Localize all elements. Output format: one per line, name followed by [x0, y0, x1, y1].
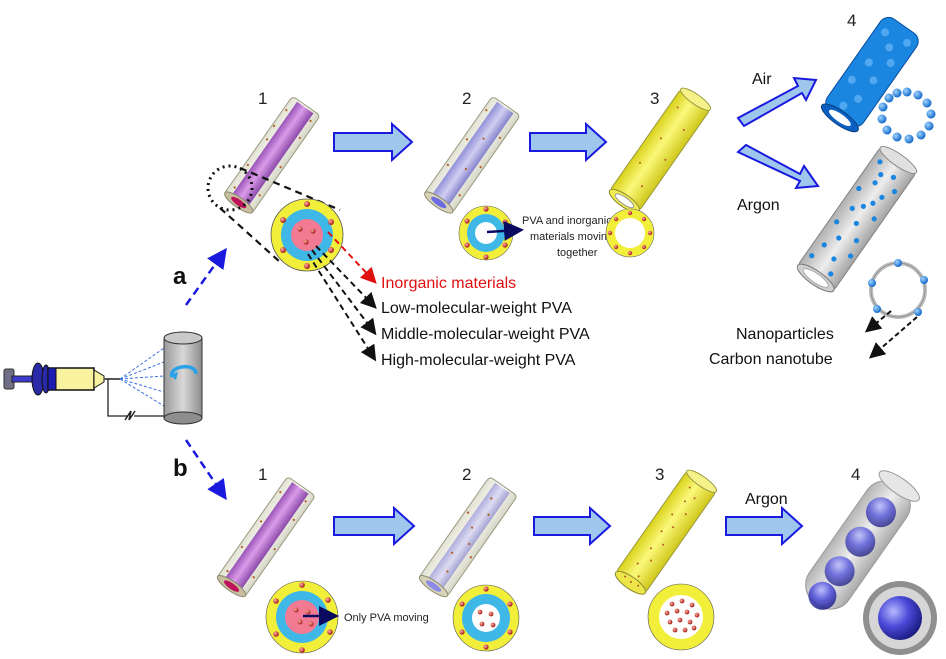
- panel-a-air-label: Air: [752, 71, 772, 88]
- legend-low-mw-pva: Low-molecular-weight PVA: [381, 300, 572, 317]
- panel-a-arrow-air: [736, 76, 818, 128]
- panel-b-moving-cross-section: [265, 580, 339, 654]
- panel-b-step-2-cross-section: [452, 584, 520, 652]
- panel-a-movement-note-line-1: PVA and inorganic: [522, 215, 612, 227]
- label-nanoparticles: Nanoparticles: [736, 326, 834, 343]
- arrow-to-panel-a: [184, 247, 227, 306]
- panel-a-step-4: 4: [847, 11, 856, 30]
- panel-b-fiber-3: [614, 469, 718, 595]
- panel-b-peapod-cross-section: [863, 581, 937, 655]
- panel-b-fiber-2: [418, 477, 517, 598]
- panel-a-argon-label: Argon: [737, 197, 780, 214]
- panel-b-fiber-1: [216, 477, 315, 598]
- panel-a-fiber-1: [224, 97, 320, 214]
- panel-a-step-1: 1: [258, 89, 267, 108]
- panel-a-arrow-2-3: [529, 121, 608, 163]
- legend-arrow-middle: [311, 249, 377, 336]
- panel-b: 1 2 3 4: [216, 465, 937, 655]
- panel-a-step-3: 3: [650, 89, 659, 108]
- legend-arrow-inorganic: [327, 231, 377, 284]
- panel-a-movement-note-line-3: together: [557, 247, 598, 259]
- arrow-nanoparticles: [864, 310, 892, 333]
- panel-b-step-3: 3: [655, 465, 664, 484]
- panel-a-movement-note-line-2: materials moving: [530, 231, 613, 243]
- voltage-circuit: [107, 379, 164, 421]
- panel-b-arrow-2-3: [533, 505, 612, 547]
- panel-b-argon-label: Argon: [745, 491, 788, 508]
- panel-a-argon-ring: [868, 259, 928, 319]
- arrow-carbon-nanotube: [868, 316, 918, 359]
- panel-a-arrow-1-2: [333, 121, 414, 163]
- label-carbon-nanotube: Carbon nanotube: [709, 351, 833, 368]
- legend-high-mw-pva: High-molecular-weight PVA: [381, 352, 576, 369]
- legend-middle-mw-pva: Middle-molecular-weight PVA: [381, 326, 590, 343]
- zoom-line-lower: [219, 207, 281, 263]
- panel-a-air-nanotube: [820, 16, 919, 133]
- arrow-to-panel-b: [184, 439, 227, 501]
- collector-drum: [163, 331, 203, 425]
- zoom-circle: [206, 164, 254, 212]
- spray-lines: [119, 347, 165, 407]
- panel-b-movement-note: Only PVA moving: [344, 612, 429, 624]
- panel-a-label: a: [173, 263, 187, 290]
- panel-a-fiber-3: [608, 87, 712, 213]
- panel-b-step-1: 1: [258, 465, 267, 484]
- panel-a-argon-nanotube: [796, 145, 918, 293]
- panel-b-peapod-tube: [805, 470, 920, 610]
- panel-a-arrow-argon: [736, 143, 820, 190]
- panel-b-step-3-cross-section: [647, 583, 715, 651]
- panel-a-step-2: 2: [462, 89, 471, 108]
- panel-a-cross-section: [270, 198, 344, 272]
- panel-b-step-4: 4: [851, 465, 860, 484]
- panel-a: 1 2 3 4: [206, 11, 936, 369]
- legend-arrow-high: [307, 253, 377, 362]
- legend-arrow-low: [315, 245, 377, 309]
- electrospinning-setup: a b: [3, 247, 227, 501]
- panel-a-moving-cross-section: [458, 205, 524, 261]
- panel-a-air-ring: [877, 87, 936, 144]
- panel-b-step-2: 2: [462, 465, 471, 484]
- panel-b-label: b: [173, 455, 188, 482]
- legend-inorganic-materials: Inorganic materials: [381, 275, 516, 292]
- syringe-icon: [3, 362, 120, 396]
- panel-a-fiber-2: [424, 97, 520, 214]
- panel-a-hollow-ring: [605, 208, 655, 258]
- panel-b-arrow-1-2: [333, 505, 416, 547]
- panel-b-arrow-argon: [725, 505, 804, 547]
